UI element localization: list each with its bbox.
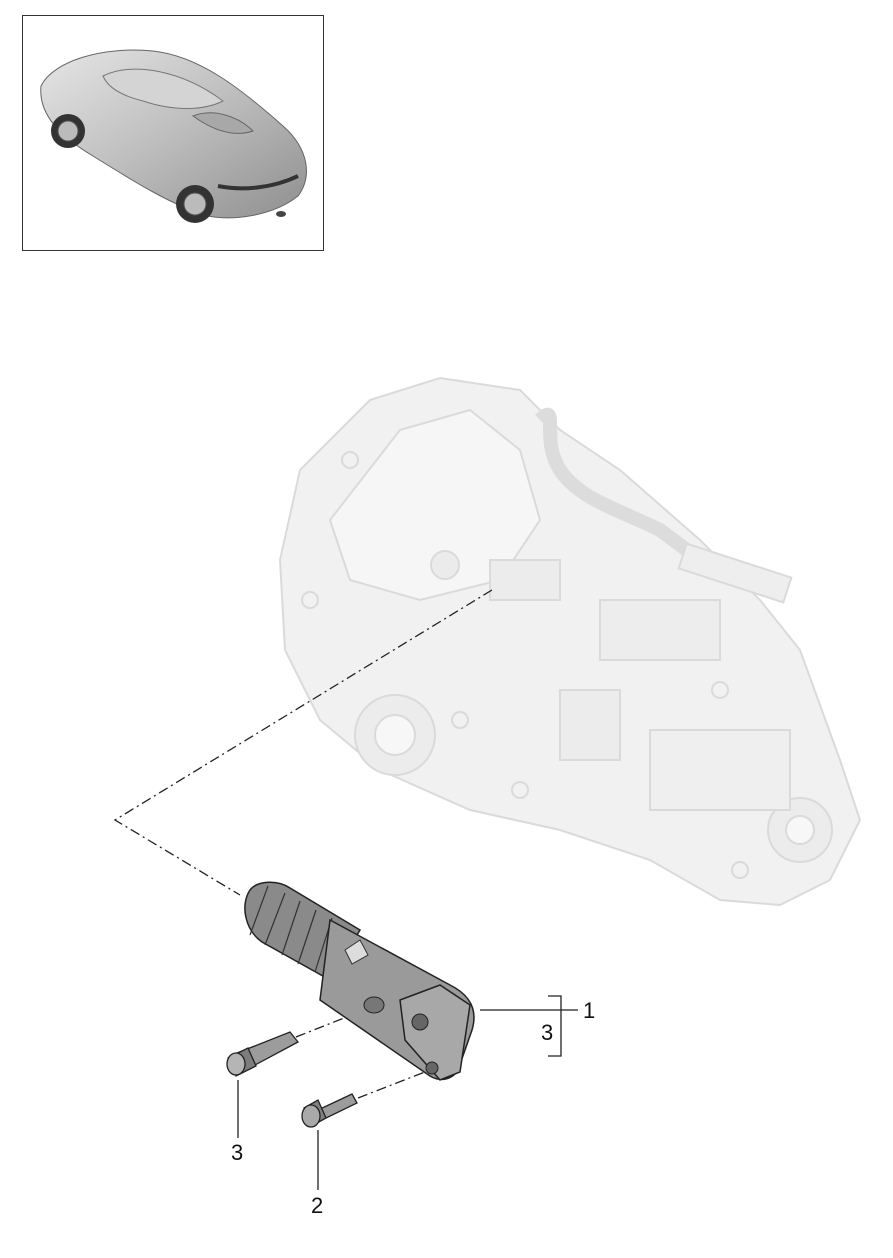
vehicle-thumbnail-frame [22, 15, 324, 251]
callout-number-bracket-3: 3 [541, 1020, 553, 1045]
transmission-icon [278, 376, 862, 907]
bleeder-valve-icon [226, 1031, 299, 1077]
callout-number-1: 1 [583, 998, 595, 1023]
callout-lines [237, 995, 578, 1190]
leader-cylinder-to-transmission [113, 589, 493, 896]
callout-number-3: 3 [231, 1140, 243, 1165]
callout-bracket [548, 995, 562, 1057]
callout-number-2: 2 [311, 1193, 323, 1218]
clutch-slave-cylinder-icon [244, 881, 475, 1081]
bolt-icon [301, 1093, 358, 1128]
sports-car-icon [40, 49, 307, 223]
leader-bolt-to-cylinder [357, 1069, 431, 1099]
